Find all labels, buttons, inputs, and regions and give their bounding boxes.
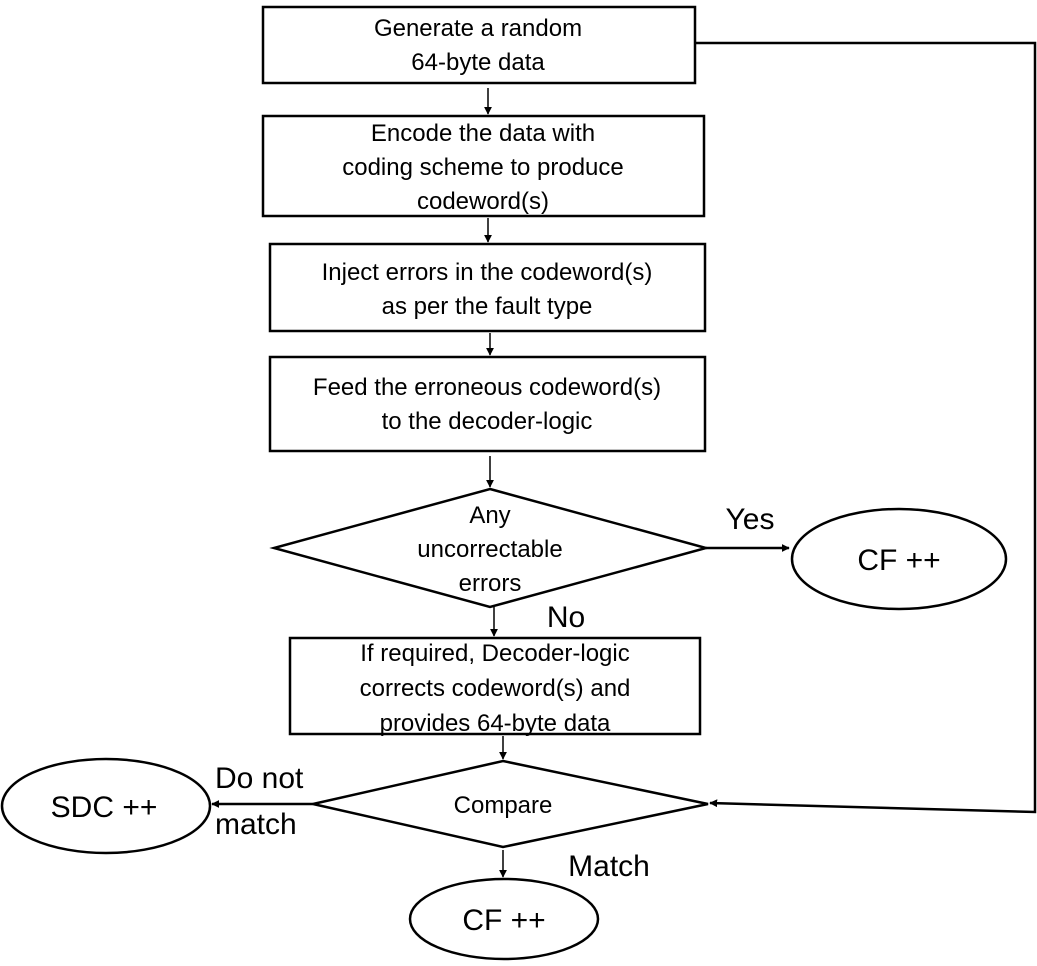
node-feed-label-line: to the decoder-logic bbox=[382, 408, 593, 435]
edge-label-no-line: No bbox=[547, 601, 585, 634]
node-correct-label-line: If required, Decoder-logic bbox=[360, 640, 629, 667]
node-encode-label-line: Encode the data with bbox=[371, 120, 595, 147]
node-feed-label-line: Feed the erroneous codeword(s) bbox=[313, 374, 661, 401]
node-encode-label: Encode the data with coding scheme to pro… bbox=[342, 120, 624, 215]
edge-label-match: Match bbox=[568, 850, 650, 883]
node-uncorrectable-label: Any uncorrectable errors bbox=[417, 502, 562, 597]
node-encode-label-line: coding scheme to produce bbox=[342, 154, 624, 181]
node-uncorrectable-diamond bbox=[269, 487, 711, 609]
node-uncorrectable-label-line: uncorrectable bbox=[417, 536, 562, 563]
node-cf-bottom-oval bbox=[408, 877, 600, 961]
node-encode-label-line: codeword(s) bbox=[417, 188, 549, 215]
node-cf-bottom-label-line: CF ++ bbox=[462, 904, 545, 937]
edge-label-yes: Yes bbox=[726, 503, 775, 536]
edge-generate-compare-bypass bbox=[695, 41, 1037, 814]
node-sdc-label-line: SDC ++ bbox=[51, 791, 158, 824]
node-inject-box bbox=[268, 242, 707, 333]
edge-label-do-not-match-line: match bbox=[215, 808, 297, 841]
node-generate-label: Generate a random 64-byte data bbox=[374, 15, 582, 76]
edge-label-do-not-match: Do not match bbox=[215, 762, 304, 841]
node-feed-label: Feed the erroneous codeword(s) to the dec… bbox=[313, 374, 661, 435]
edge-label-no: No bbox=[547, 601, 585, 634]
node-correct-label: If required, Decoder-logic corrects codew… bbox=[360, 640, 631, 737]
edge-label-match-line: Match bbox=[568, 850, 650, 883]
node-feed-box bbox=[268, 355, 707, 453]
node-uncorrectable-label-line: errors bbox=[459, 570, 522, 597]
node-inject-label-line: as per the fault type bbox=[382, 293, 593, 320]
node-correct-box bbox=[288, 636, 702, 736]
node-sdc-label: SDC ++ bbox=[51, 791, 158, 824]
node-correct-label-line: corrects codeword(s) and bbox=[360, 675, 631, 702]
edge-label-do-not-match-line: Do not bbox=[215, 762, 304, 795]
node-generate-box bbox=[261, 5, 697, 85]
node-generate-label-line: Generate a random bbox=[374, 15, 582, 42]
node-cf-bottom-label: CF ++ bbox=[462, 904, 545, 937]
node-cf-top-oval bbox=[790, 507, 1008, 611]
node-correct-label-line: provides 64-byte data bbox=[380, 710, 611, 737]
node-compare-label: Compare bbox=[454, 792, 553, 819]
node-inject-label: Inject errors in the codeword(s) as per t… bbox=[322, 259, 653, 320]
node-generate-label-line: 64-byte data bbox=[411, 49, 545, 76]
node-compare-diamond bbox=[312, 759, 709, 849]
node-cf-top-label-line: CF ++ bbox=[857, 544, 940, 577]
node-encode-box bbox=[261, 114, 706, 218]
node-compare-label-line: Compare bbox=[454, 792, 553, 819]
connectors bbox=[211, 41, 1037, 878]
node-inject-label-line: Inject errors in the codeword(s) bbox=[322, 259, 653, 286]
node-sdc-oval bbox=[0, 757, 212, 855]
node-cf-top-label: CF ++ bbox=[857, 544, 940, 577]
edge-label-yes-line: Yes bbox=[726, 503, 775, 536]
node-uncorrectable-label-line: Any bbox=[469, 502, 510, 529]
